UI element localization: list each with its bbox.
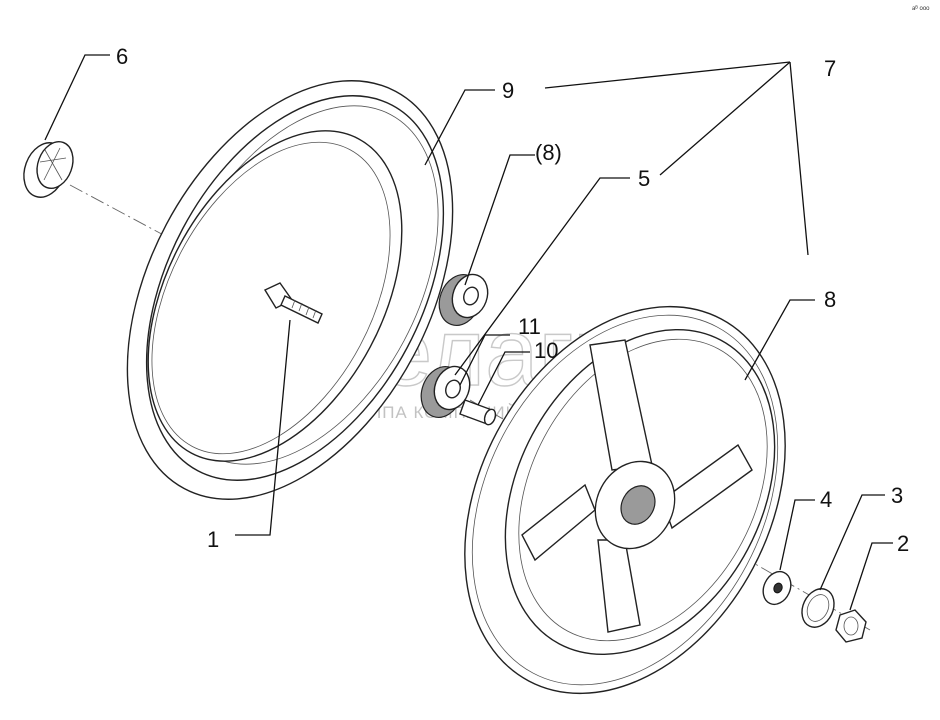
lower-bearing xyxy=(420,365,471,418)
label-part-2: 2 xyxy=(897,531,909,556)
corner-mark: аᴮ ооо xyxy=(912,5,930,12)
leader-11 xyxy=(459,334,510,386)
label-part-10: 10 xyxy=(534,338,558,363)
leader-6 xyxy=(44,54,110,141)
bolt-part xyxy=(263,282,323,324)
nut-part xyxy=(835,609,867,643)
leader-1 xyxy=(235,319,291,536)
leader-4 xyxy=(779,499,815,571)
leader-3 xyxy=(819,494,885,591)
label-part-4: 4 xyxy=(820,487,832,512)
leader-7b xyxy=(659,61,791,176)
label-part-7: 7 xyxy=(824,56,836,81)
label-part-1: 1 xyxy=(207,527,219,552)
leader-7a xyxy=(544,61,791,89)
label-part-8-ref: (8) xyxy=(535,140,562,165)
leader-9 xyxy=(424,89,495,166)
label-part-6: 6 xyxy=(116,44,128,69)
leader-2 xyxy=(849,542,893,611)
label-part-11: 11 xyxy=(518,314,541,339)
label-part-3: 3 xyxy=(891,483,903,508)
cap-part xyxy=(23,141,74,198)
leader-8 xyxy=(744,299,815,381)
label-part-5: 5 xyxy=(638,166,650,191)
upper-bearing xyxy=(438,273,489,326)
bushing-part xyxy=(459,399,497,426)
leader-5 xyxy=(454,177,630,376)
wheel-spokes xyxy=(521,339,753,633)
part-labels: 6 9 (8) 5 7 11 10 8 1 4 3 2 xyxy=(116,44,909,556)
washer-part xyxy=(762,570,792,606)
wheel-hub-bore xyxy=(620,485,656,525)
leader-8b xyxy=(464,154,535,286)
spring-washer-part xyxy=(801,588,835,628)
leader-10 xyxy=(477,351,530,406)
label-part-9: 9 xyxy=(502,78,514,103)
leader-lines xyxy=(44,54,893,611)
label-part-8: 8 xyxy=(824,287,836,312)
right-wheel xyxy=(464,305,786,695)
leader-7c xyxy=(789,61,809,256)
